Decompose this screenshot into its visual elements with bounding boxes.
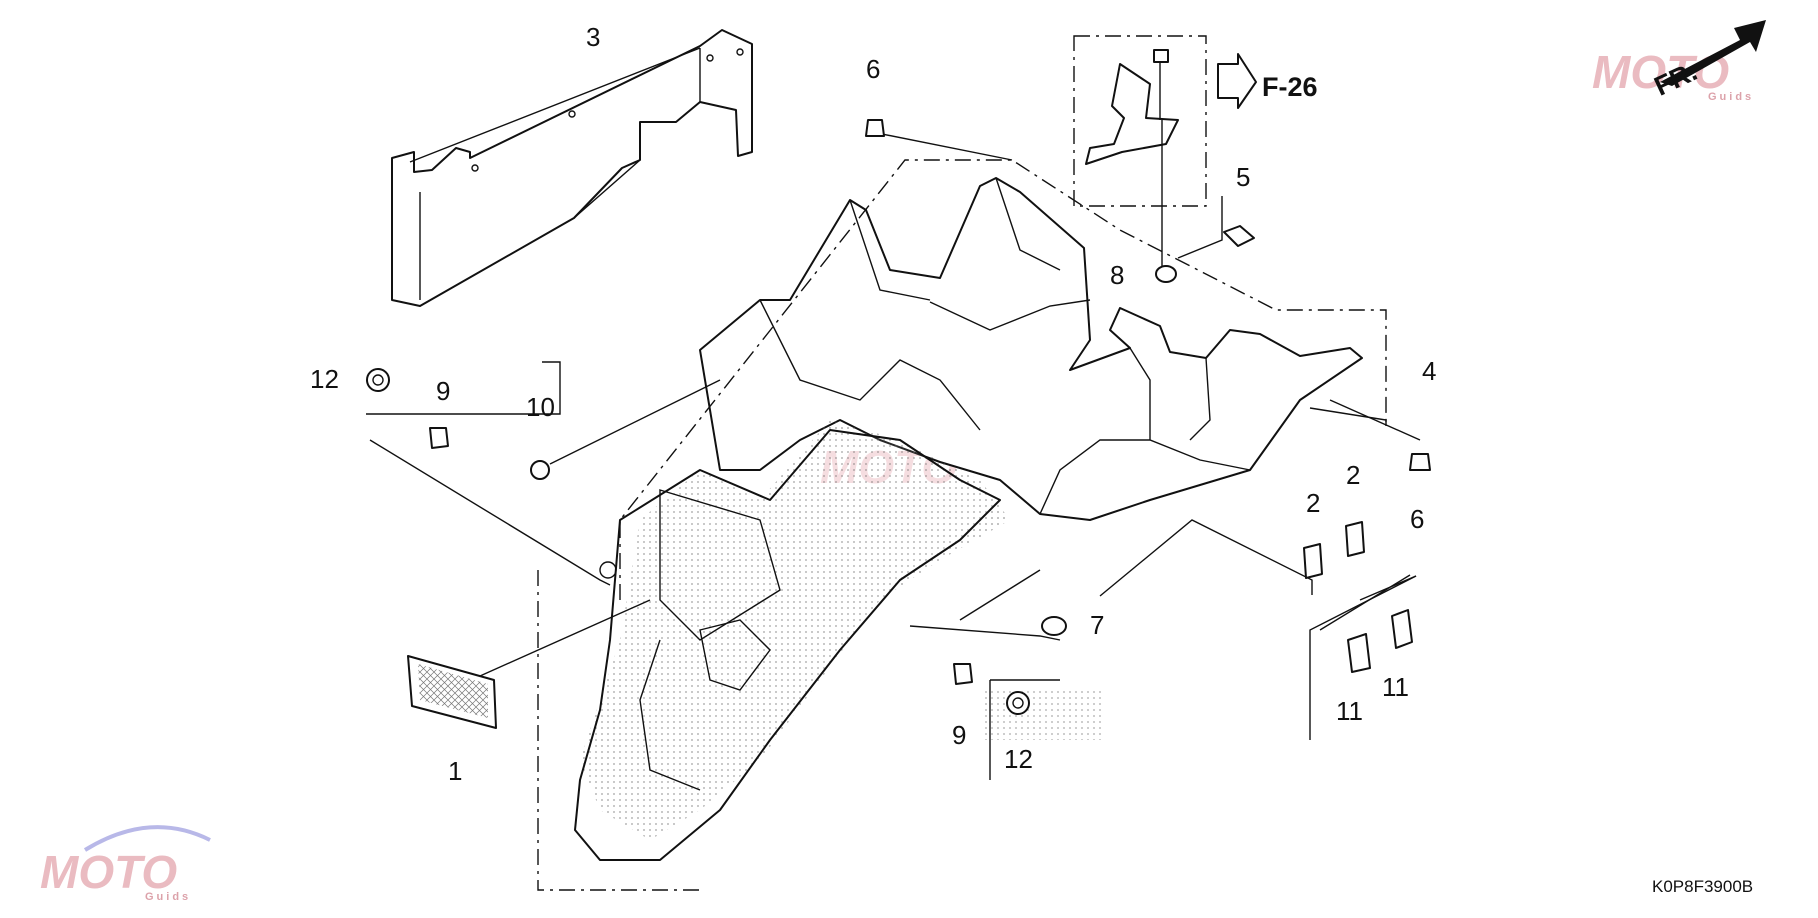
callout-4: 4 bbox=[1422, 356, 1436, 386]
diagram-code: K0P8F3900B bbox=[1652, 877, 1753, 896]
callout-6a: 6 bbox=[866, 54, 880, 84]
callout-11b: 11 bbox=[1382, 672, 1409, 702]
callouts: 1 2 2 3 4 5 6 6 7 8 9 9 10 11 11 12 12 bbox=[310, 22, 1436, 786]
svg-text:Guids: Guids bbox=[145, 891, 191, 903]
callout-10: 10 bbox=[526, 392, 555, 422]
svg-text:MOTO: MOTO bbox=[1592, 46, 1729, 98]
svg-text:MOTO: MOTO bbox=[40, 846, 177, 898]
rear-mudguard bbox=[574, 420, 1010, 861]
part-3-side-cover bbox=[391, 29, 753, 307]
callout-7: 7 bbox=[1090, 610, 1104, 640]
f26-bracket-group: F-26 bbox=[1073, 35, 1318, 207]
callout-11a: 11 bbox=[1336, 696, 1363, 726]
callout-8: 8 bbox=[1110, 260, 1124, 290]
callout-5: 5 bbox=[1236, 162, 1250, 192]
reference-label: F-26 bbox=[1262, 72, 1318, 102]
callout-12b: 12 bbox=[1004, 744, 1033, 774]
part-1-reflector bbox=[407, 655, 497, 729]
watermark-bottom-left: MOTO Guids bbox=[40, 825, 211, 903]
callout-6b: 6 bbox=[1410, 504, 1424, 534]
floor-shading bbox=[985, 690, 1105, 740]
svg-text:Guids: Guids bbox=[1708, 91, 1754, 103]
leader-lines bbox=[366, 120, 1421, 891]
callout-1: 1 bbox=[448, 756, 462, 786]
callout-12a: 12 bbox=[310, 364, 339, 394]
callout-3: 3 bbox=[586, 22, 600, 52]
callout-2a: 2 bbox=[1306, 488, 1320, 518]
callout-9b: 9 bbox=[952, 720, 966, 750]
watermark-top-right: MOTO Guids bbox=[1592, 46, 1754, 103]
callout-2b: 2 bbox=[1346, 460, 1360, 490]
callout-9a: 9 bbox=[436, 376, 450, 406]
fasteners bbox=[366, 119, 1431, 715]
